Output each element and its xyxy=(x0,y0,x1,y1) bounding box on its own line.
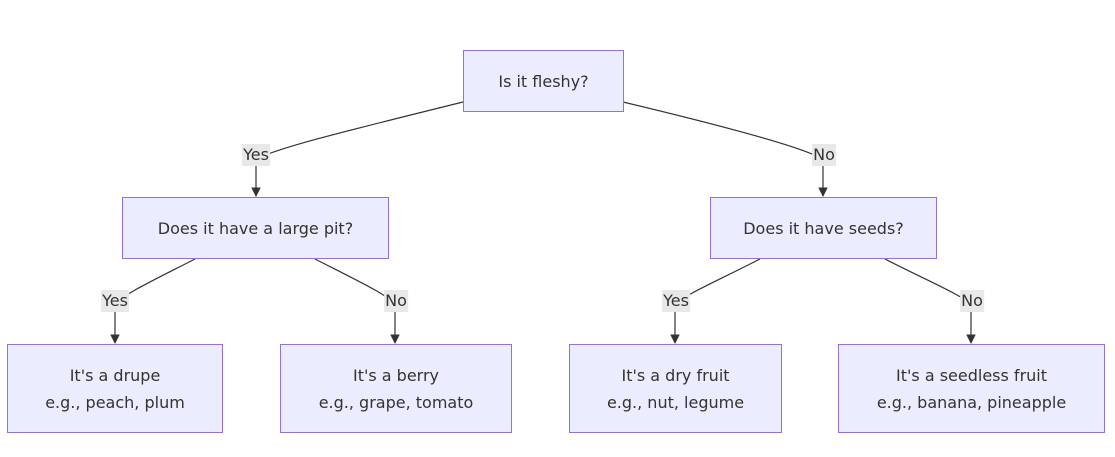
node-root: Is it fleshy? xyxy=(463,50,624,112)
node-drupe-title: It's a drupe xyxy=(69,365,161,385)
node-seeds-label: Does it have seeds? xyxy=(743,218,904,238)
node-seedless-fruit-examples: e.g., banana, pineapple xyxy=(876,392,1067,412)
edge-label-seeds-seedless: No xyxy=(960,290,984,312)
node-seedless-fruit-title: It's a seedless fruit xyxy=(896,365,1047,385)
node-berry: It's a berry e.g., grape, tomato xyxy=(280,344,512,433)
edge-root-to-seeds xyxy=(622,101,828,197)
node-seeds: Does it have seeds? xyxy=(710,197,937,259)
node-dry-fruit: It's a dry fruit e.g., nut, legume xyxy=(569,344,782,433)
edge-label-pit-berry: No xyxy=(384,290,408,312)
edge-seeds-to-seedless xyxy=(884,258,976,344)
edge-root-to-pit xyxy=(251,101,464,197)
node-berry-title: It's a berry xyxy=(352,365,440,385)
node-seedless-fruit: It's a seedless fruit e.g., banana, pine… xyxy=(838,344,1105,433)
node-drupe: It's a drupe e.g., peach, plum xyxy=(7,344,223,433)
edge-label-seeds-dry: Yes xyxy=(662,290,690,312)
node-dry-fruit-title: It's a dry fruit xyxy=(621,365,730,385)
edge-label-root-pit: Yes xyxy=(242,144,270,166)
node-large-pit: Does it have a large pit? xyxy=(122,197,389,259)
node-berry-examples: e.g., grape, tomato xyxy=(318,392,474,412)
node-root-label: Is it fleshy? xyxy=(498,71,589,91)
edge-label-pit-drupe: Yes xyxy=(101,290,129,312)
edge-label-root-seeds: No xyxy=(812,144,836,166)
node-dry-fruit-examples: e.g., nut, legume xyxy=(606,392,745,412)
node-large-pit-label: Does it have a large pit? xyxy=(157,218,354,238)
edge-pit-to-berry xyxy=(314,258,400,344)
node-drupe-examples: e.g., peach, plum xyxy=(45,392,185,412)
